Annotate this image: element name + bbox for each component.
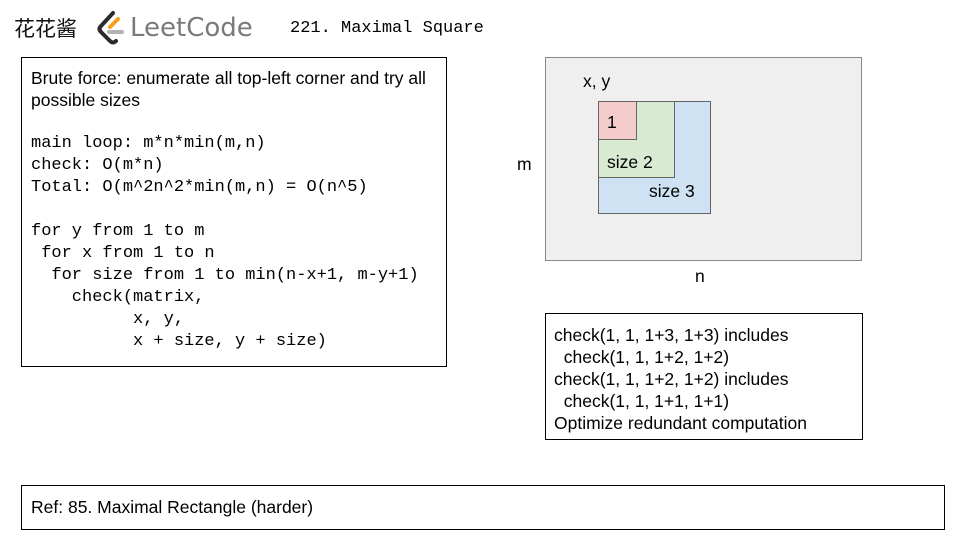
complexity-line: Total: O(m^2n^2*min(m,n) = O(n^5) (31, 178, 368, 197)
code-line: for size from 1 to min(n-x+1, m-y+1) (31, 266, 419, 285)
code-line: check(matrix, (31, 288, 205, 307)
code-line: x, y, (31, 310, 185, 329)
code-line: for x from 1 to n (31, 244, 215, 263)
optimization-line: check(1, 1, 1+2, 1+2) (554, 347, 730, 367)
optimization-line: check(1, 1, 1+2, 1+2) includes (554, 369, 789, 389)
problem-title: 221. Maximal Square (290, 19, 484, 38)
spacer (31, 199, 437, 221)
leetcode-logo-icon (97, 11, 124, 45)
reference-box: Ref: 85. Maximal Rectangle (harder) (21, 485, 945, 530)
brand-chinese-name: 花花酱 (14, 17, 77, 41)
cols-label: n (695, 266, 705, 286)
spacer (31, 111, 437, 133)
algorithm-box: Brute force: enumerate all top-left corn… (21, 57, 447, 367)
logo-wordmark: LeetCode (130, 13, 253, 43)
algorithm-description: Brute force: enumerate all top-left corn… (31, 68, 426, 110)
square-1-label: 1 (607, 112, 617, 132)
corner-label: x, y (583, 71, 611, 91)
reference-text: Ref: 85. Maximal Rectangle (harder) (31, 497, 314, 517)
complexity-line: check: O(m*n) (31, 156, 164, 175)
square-2-label: size 2 (607, 152, 653, 172)
code-line: for y from 1 to m (31, 222, 205, 241)
optimization-box: check(1, 1, 1+3, 1+3) includes check(1, … (545, 313, 863, 440)
square-3-label: size 3 (649, 181, 695, 201)
code-line: x + size, y + size) (31, 332, 327, 351)
optimization-line: check(1, 1, 1+1, 1+1) (554, 391, 730, 411)
complexity-line: main loop: m*n*min(m,n) (31, 134, 266, 153)
leetcode-logo: LeetCode (96, 10, 253, 46)
optimization-line: Optimize redundant computation (554, 413, 807, 433)
optimization-line: check(1, 1, 1+3, 1+3) includes (554, 325, 789, 345)
rows-label: m (517, 154, 532, 174)
square-size-1 (598, 101, 637, 140)
